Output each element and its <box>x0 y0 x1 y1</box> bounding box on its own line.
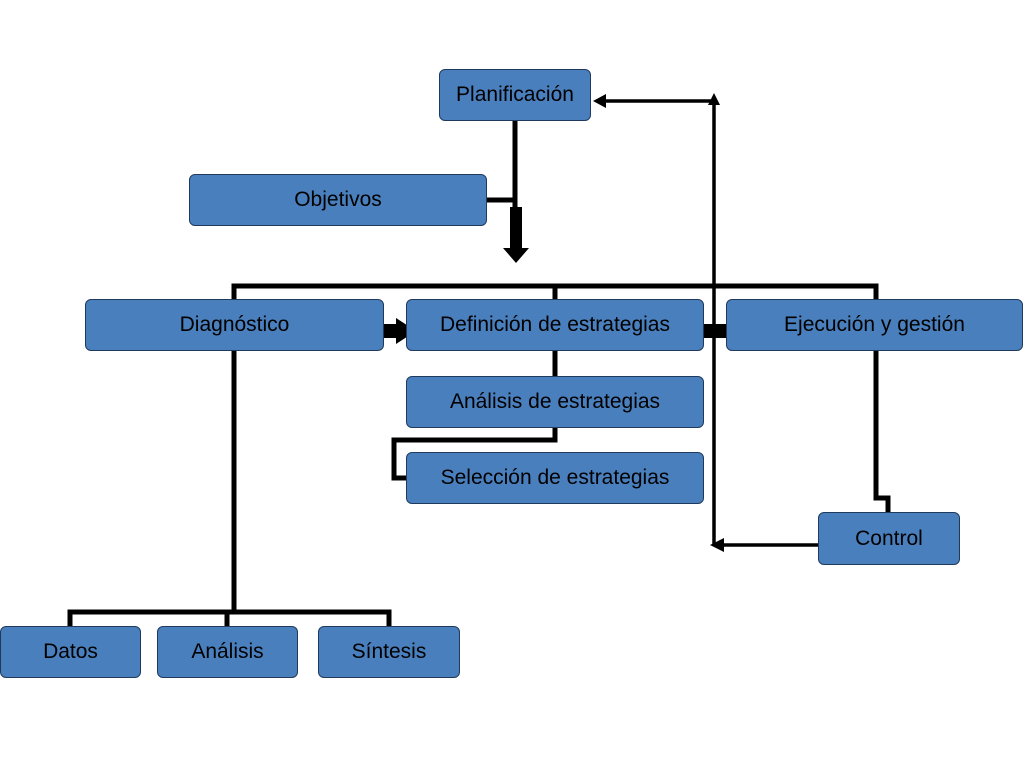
node-control: Control <box>818 512 960 565</box>
arrowhead-to-planificacion <box>593 94 606 108</box>
connector-ejecucion-control <box>873 347 891 515</box>
connector-analisis-seleccion <box>391 425 558 481</box>
arrowhead-control-left <box>710 538 724 552</box>
node-ejecucion-gestion: Ejecución y gestión <box>726 299 1023 351</box>
node-diagnostico: Diagnóstico <box>85 299 384 351</box>
arrowhead-feedback-up <box>708 93 720 105</box>
node-sintesis: Síntesis <box>318 626 460 678</box>
node-analisis-estrategias: Análisis de estrategias <box>406 376 704 428</box>
down-arrow-head <box>503 248 529 263</box>
node-seleccion-estrategias: Selección de estrategias <box>406 452 704 504</box>
node-objetivos: Objetivos <box>189 174 487 226</box>
node-analisis: Análisis <box>157 626 298 678</box>
node-datos: Datos <box>0 626 141 678</box>
node-planificacion: Planificación <box>439 69 591 121</box>
node-definicion-estrategias: Definición de estrategias <box>406 299 704 351</box>
down-arrow-shaft <box>510 207 522 249</box>
